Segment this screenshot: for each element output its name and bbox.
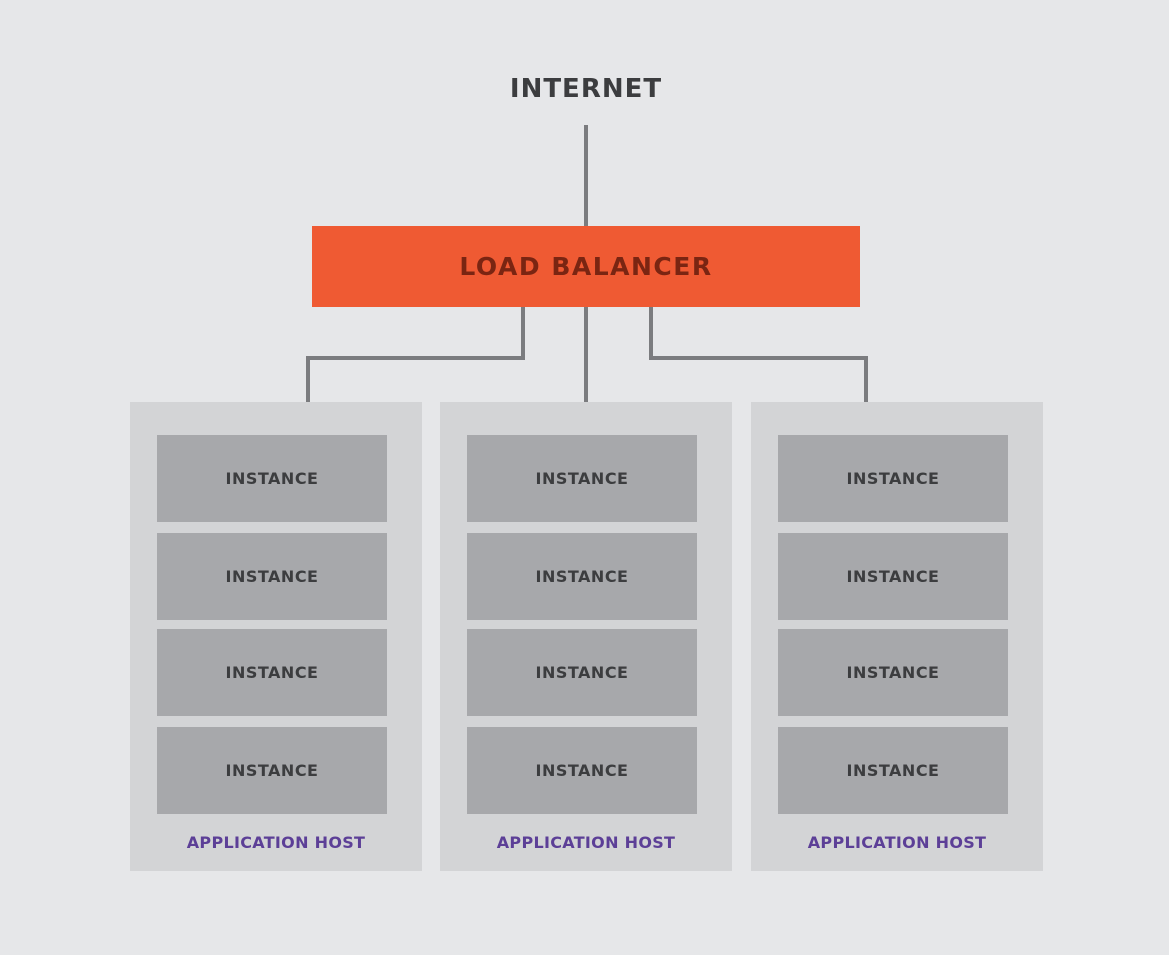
instance-box: INSTANCE <box>778 435 1008 522</box>
instance-label: INSTANCE <box>535 663 629 682</box>
instance-box: INSTANCE <box>157 435 387 522</box>
instance-box: INSTANCE <box>467 727 697 814</box>
instance-label: INSTANCE <box>225 761 319 780</box>
application-host-label: APPLICATION HOST <box>186 833 366 852</box>
application-host-1: INSTANCE INSTANCE INSTANCE INSTANCE APPL… <box>130 402 422 871</box>
instance-label: INSTANCE <box>225 567 319 586</box>
instance-box: INSTANCE <box>157 533 387 620</box>
instance-box: INSTANCE <box>467 435 697 522</box>
instance-label: INSTANCE <box>846 567 940 586</box>
internet-label: INTERNET <box>509 74 663 104</box>
instance-label: INSTANCE <box>225 469 319 488</box>
instance-box: INSTANCE <box>778 727 1008 814</box>
instance-box: INSTANCE <box>467 629 697 716</box>
application-host-label: APPLICATION HOST <box>496 833 676 852</box>
instance-box: INSTANCE <box>157 727 387 814</box>
instance-label: INSTANCE <box>846 663 940 682</box>
application-host-label: APPLICATION HOST <box>807 833 987 852</box>
instance-box: INSTANCE <box>778 629 1008 716</box>
instance-label: INSTANCE <box>535 469 629 488</box>
instance-box: INSTANCE <box>157 629 387 716</box>
instance-label: INSTANCE <box>846 469 940 488</box>
load-balancer-label: LOAD BALANCER <box>459 252 713 281</box>
instance-label: INSTANCE <box>535 567 629 586</box>
instance-label: INSTANCE <box>846 761 940 780</box>
load-balancer-to-host-1-line <box>306 307 525 402</box>
instance-label: INSTANCE <box>535 761 629 780</box>
application-host-3: INSTANCE INSTANCE INSTANCE INSTANCE APPL… <box>751 402 1043 871</box>
load-balancer-node: LOAD BALANCER <box>312 226 860 307</box>
instance-box: INSTANCE <box>467 533 697 620</box>
application-host-2: INSTANCE INSTANCE INSTANCE INSTANCE APPL… <box>440 402 732 871</box>
instance-box: INSTANCE <box>778 533 1008 620</box>
instance-label: INSTANCE <box>225 663 319 682</box>
load-balancer-to-host-3-line <box>649 307 868 402</box>
